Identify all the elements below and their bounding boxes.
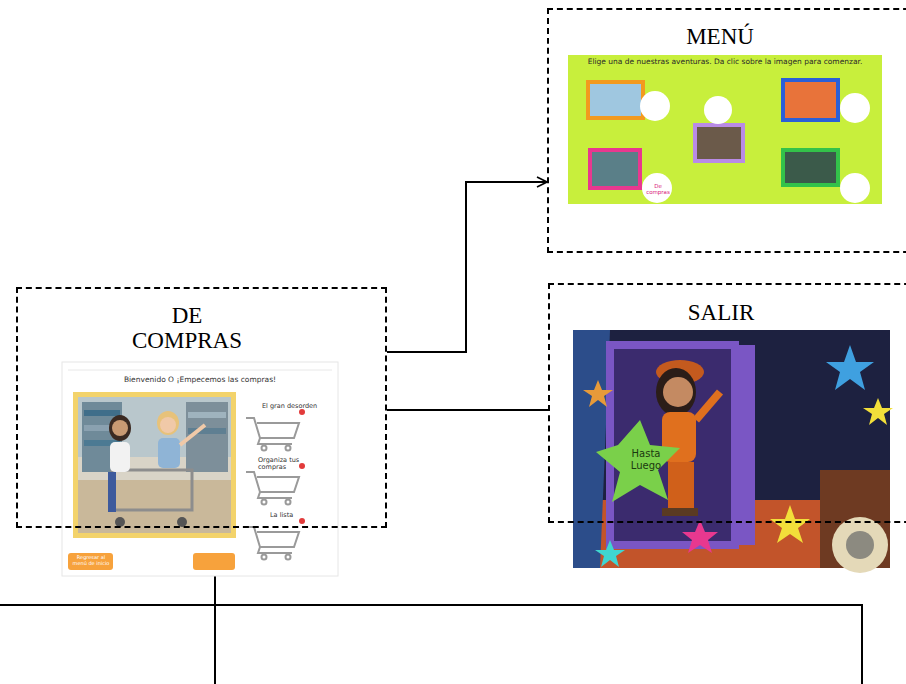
box-title: SALIR bbox=[646, 300, 796, 325]
screen-box: MENÚ bbox=[547, 8, 906, 253]
screen-text: La lista bbox=[270, 512, 330, 519]
screen-text: Elige una de nuestras aventuras. Da clic… bbox=[580, 58, 870, 67]
connector-arrow bbox=[387, 182, 547, 352]
connector-arrow bbox=[387, 409, 548, 411]
screen-text: De compras bbox=[643, 183, 673, 196]
wire bbox=[214, 576, 216, 684]
screen-box: DE COMPRAS bbox=[16, 287, 387, 528]
exit-picture bbox=[573, 330, 893, 573]
screen-text: Regresar al menú de inicio bbox=[70, 555, 112, 567]
screen-text: Bienvenido O ¡Empecemos las compras! bbox=[110, 376, 290, 385]
shopping-screenshot bbox=[62, 362, 338, 576]
box-title: MENÚ bbox=[645, 24, 795, 49]
screen-text: El gran desorden bbox=[262, 403, 332, 410]
box-title: DE COMPRAS bbox=[122, 303, 252, 353]
screen-text: Organiza tus compras bbox=[258, 457, 328, 472]
menu-screenshot bbox=[568, 55, 882, 204]
wire bbox=[0, 605, 862, 684]
screen-box: SALIR bbox=[548, 283, 906, 523]
screen-text: Hasta Luego bbox=[622, 448, 670, 471]
